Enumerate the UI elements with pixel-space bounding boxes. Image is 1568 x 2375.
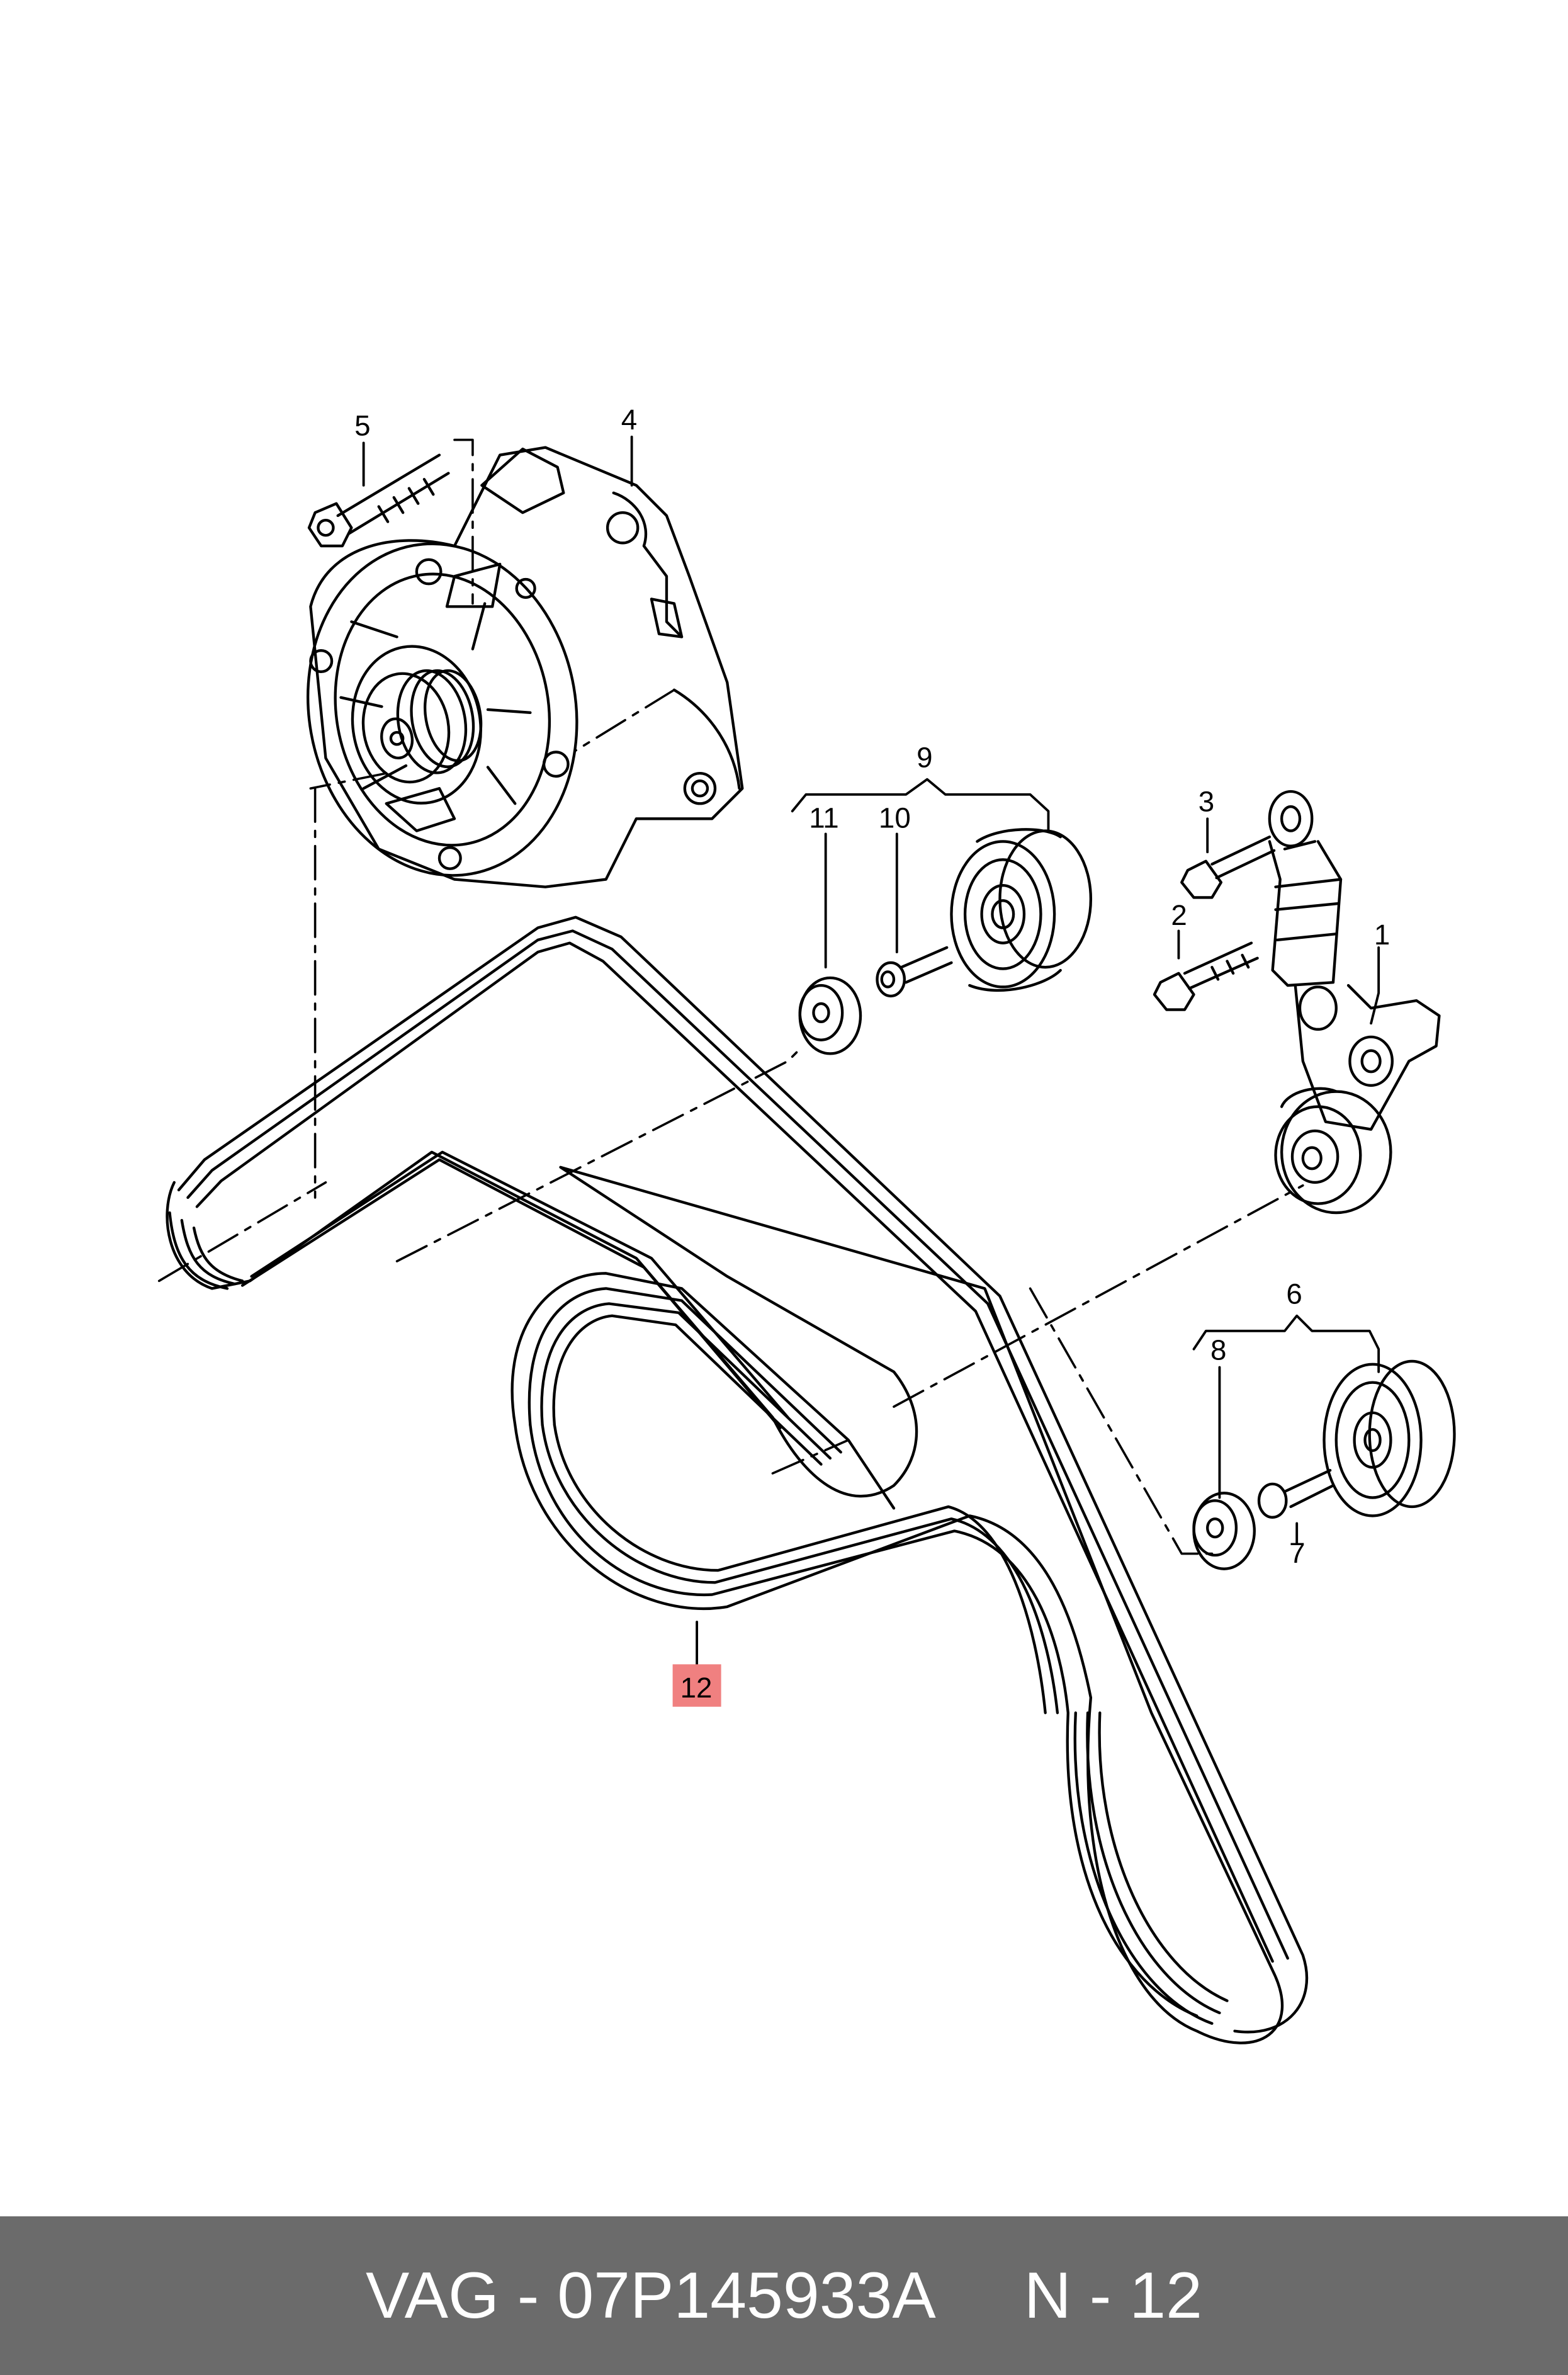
bolt-7 — [1257, 1469, 1335, 1519]
label-5: 5 — [354, 409, 370, 441]
label-4: 4 — [621, 404, 637, 436]
position-text: N - 12 — [1024, 2259, 1202, 2332]
label-8: 8 — [1210, 1334, 1226, 1366]
ribbed-v-belt — [166, 915, 1309, 2044]
cap-8 — [1192, 1492, 1256, 1570]
bolt-2 — [1153, 941, 1259, 1011]
idler-pulley-6 — [1323, 1359, 1456, 1517]
exploded-diagram: 1 2 3 4 5 6 7 8 9 10 11 12 — [157, 404, 1456, 2044]
axis-lines — [157, 438, 1304, 1555]
label-9: 9 — [917, 741, 932, 773]
highlight-box-12 — [672, 1664, 721, 1707]
label-1: 1 — [1374, 919, 1390, 951]
leader-lines — [362, 435, 1380, 1669]
label-10: 10 — [879, 802, 911, 834]
part-labels: 1 2 3 4 5 6 7 8 9 10 11 12 — [354, 404, 1390, 1707]
bolt-3 — [1180, 836, 1276, 899]
footer-bar: VAG - 07P145933A N - 12 — [0, 2216, 1568, 2375]
cap-11 — [798, 976, 862, 1055]
idler-pulley-9 — [950, 828, 1093, 992]
alternator — [307, 446, 744, 888]
label-7: 7 — [1289, 1537, 1305, 1569]
label-6: 6 — [1286, 1278, 1302, 1310]
label-12: 12 — [680, 1672, 713, 1704]
bolt-10 — [876, 946, 953, 998]
tensioner — [1268, 790, 1441, 1215]
label-11: 11 — [809, 802, 838, 834]
bolt-5 — [307, 453, 450, 548]
label-3: 3 — [1199, 785, 1214, 817]
label-2: 2 — [1171, 899, 1187, 931]
part-number-text: VAG - 07P145933A — [365, 2259, 936, 2332]
